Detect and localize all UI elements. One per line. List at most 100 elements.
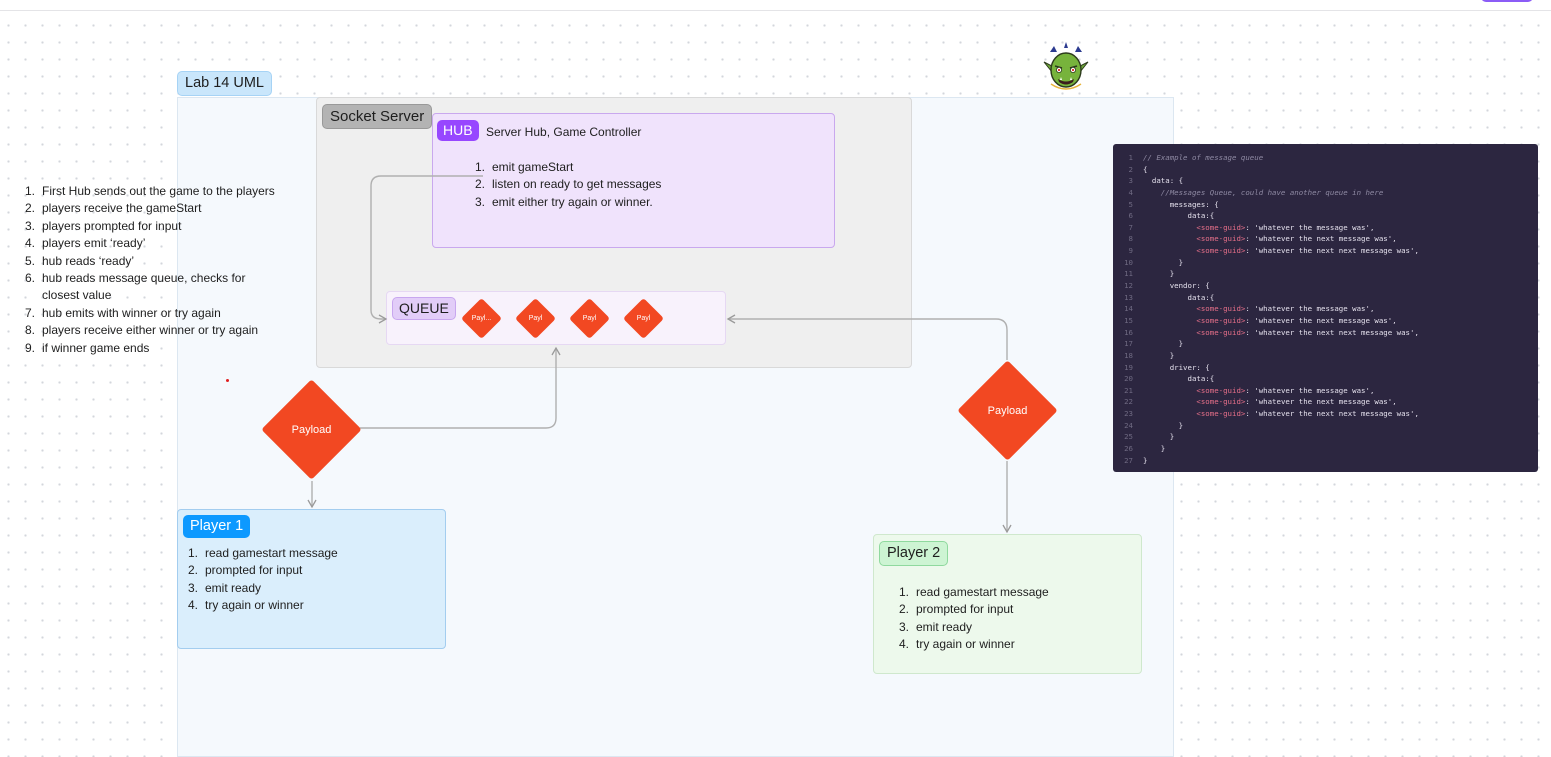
code-token	[1143, 234, 1196, 243]
code-token: : 'whatever the next next message was',	[1245, 409, 1419, 419]
step-text: players prompted for input	[42, 218, 182, 233]
code-token-tag: <some-guid>	[1196, 304, 1246, 314]
code-text: vendor: {	[1143, 280, 1210, 292]
queue-payload-label: Payl	[582, 315, 597, 322]
code-text: driver: {	[1143, 362, 1210, 374]
code-text: }	[1143, 420, 1183, 432]
step-number: 1.	[899, 585, 910, 599]
step-text: try again or winner	[916, 637, 1015, 652]
code-text: messages: {	[1143, 199, 1219, 211]
player1-title[interactable]: Player 1	[183, 515, 251, 538]
player1-steps-list: 1. read gamestart message 2.prompted for i…	[188, 545, 338, 615]
code-token: }	[1143, 350, 1175, 360]
flow-step: 2.players receive the gameStart	[25, 200, 285, 217]
code-text: {	[1143, 164, 1147, 176]
step-number: 1.	[188, 546, 199, 560]
code-line: 12 vendor: {	[1113, 280, 1538, 292]
step-number: 4.	[188, 598, 199, 613]
hub-title: Server Hub, Game Controller	[486, 125, 642, 139]
code-text: }	[1143, 338, 1183, 350]
line-number: 19	[1124, 362, 1133, 372]
line-number: 11	[1124, 269, 1133, 279]
step-number: 5.	[25, 253, 36, 268]
step-number: 2.	[899, 602, 910, 617]
socket-server-title[interactable]: Socket Server	[322, 104, 433, 129]
code-line: 16 <some-guid>: 'whatever the next next …	[1113, 327, 1538, 339]
code-token-tag: <some-guid>	[1196, 385, 1246, 395]
code-line: 8 <some-guid>: 'whatever the next messag…	[1113, 233, 1538, 245]
lab-frame-title[interactable]: Lab 14 UML	[177, 71, 272, 96]
line-number: 2	[1128, 164, 1133, 174]
player1-step: 2.prompted for input	[188, 562, 338, 579]
code-line: 7 <some-guid>: 'whatever the message was…	[1113, 222, 1538, 234]
code-token	[1143, 409, 1196, 418]
player2-step: 1.read gamestart message	[899, 584, 1049, 601]
top-toolbar	[0, 0, 1551, 11]
code-text: data: {	[1143, 175, 1183, 187]
hub-badge[interactable]: HUB	[437, 120, 479, 141]
step-number: 2.	[188, 563, 199, 578]
queue-payload-label: Payl	[528, 315, 543, 322]
player2-step: 2.prompted for input	[899, 601, 1049, 618]
code-token	[1143, 316, 1196, 325]
code-line: 9 <some-guid>: 'whatever the next next m…	[1113, 245, 1538, 257]
line-number: 6	[1128, 211, 1133, 221]
code-token: messages: {	[1143, 199, 1219, 209]
hub-section[interactable]	[432, 113, 835, 248]
code-token: data: {	[1143, 176, 1184, 186]
code-token: }	[1143, 420, 1184, 430]
code-text: }	[1143, 431, 1174, 443]
hub-step: 3.emit either try again or winner.	[475, 194, 661, 211]
player2-title[interactable]: Player 2	[879, 541, 949, 566]
payload-right-to-queue-arrow	[726, 314, 1008, 360]
code-token	[1143, 304, 1196, 313]
code-token: driver: {	[1143, 362, 1210, 372]
step-text: read gamestart message	[205, 546, 338, 560]
share-button[interactable]	[1481, 0, 1533, 2]
player1-step: 3.emit ready	[188, 580, 338, 597]
hub-to-queue-arrow	[370, 175, 483, 324]
code-line: 1// Example of message queue	[1113, 152, 1538, 164]
code-token: {	[1143, 164, 1148, 174]
line-number: 26	[1124, 444, 1133, 454]
step-number: 3.	[188, 580, 199, 595]
step-number: 2.	[475, 177, 486, 192]
step-text: try again or winner	[205, 598, 304, 613]
line-number: 7	[1128, 222, 1133, 232]
queue-badge[interactable]: QUEUE	[392, 297, 456, 320]
line-number: 21	[1124, 385, 1133, 395]
code-token	[1143, 246, 1196, 255]
code-line: 14 <some-guid>: 'whatever the message wa…	[1113, 303, 1538, 315]
step-text: emit ready	[916, 619, 973, 634]
line-number: 24	[1124, 420, 1133, 430]
step-text: emit gameStart	[492, 160, 574, 174]
code-token-tag: <some-guid>	[1196, 327, 1246, 337]
line-number: 15	[1124, 315, 1133, 325]
line-number: 9	[1128, 246, 1133, 256]
code-text: }	[1143, 455, 1147, 467]
code-line: 6 data:{	[1113, 210, 1538, 222]
code-token	[1143, 328, 1196, 337]
code-text: <some-guid>: 'whatever the next message …	[1143, 315, 1396, 327]
step-number: 6.	[25, 271, 36, 286]
code-text: }	[1143, 257, 1183, 269]
queue-payload-label: Payl	[636, 315, 651, 322]
code-line: 5 messages: {	[1113, 199, 1538, 211]
code-token	[1143, 397, 1196, 406]
code-line: 23 <some-guid>: 'whatever the next next …	[1113, 408, 1538, 420]
payload-left-to-queue-arrow	[360, 346, 561, 429]
code-line: 19 driver: {	[1113, 362, 1538, 374]
code-token: : 'whatever the next message was',	[1245, 234, 1397, 244]
code-line: 20 data:{	[1113, 373, 1538, 385]
code-token-tag: <some-guid>	[1196, 246, 1246, 256]
code-line: 26 }	[1113, 443, 1538, 455]
code-text: <some-guid>: 'whatever the message was',	[1143, 303, 1374, 315]
player2-step: 3.emit ready	[899, 619, 1049, 636]
code-line: 13 data:{	[1113, 292, 1538, 304]
connector-arrows	[307, 175, 1012, 534]
player1-step: 1. read gamestart message	[188, 545, 338, 562]
code-line: 22 <some-guid>: 'whatever the next messa…	[1113, 396, 1538, 408]
code-text: <some-guid>: 'whatever the next message …	[1143, 233, 1397, 245]
